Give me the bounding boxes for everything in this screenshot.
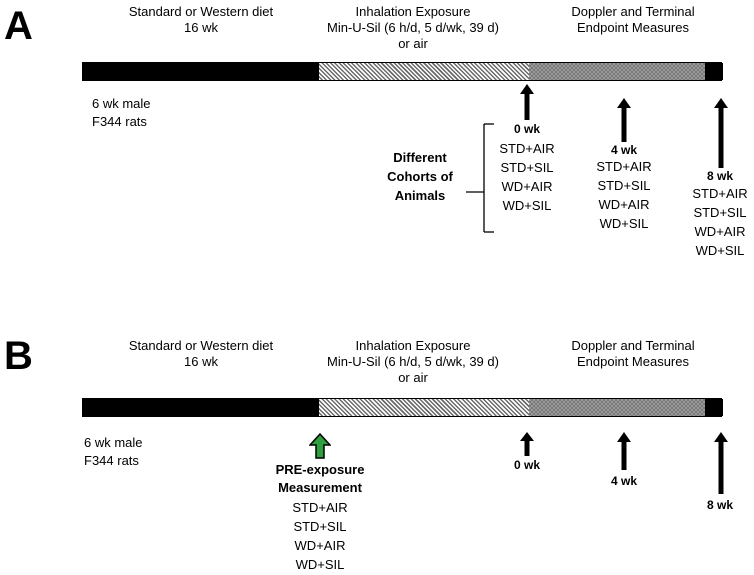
panel-b: B Standard or Western diet 16 wk Inhalat… xyxy=(0,330,754,575)
group-item: STD+SIL xyxy=(500,160,554,175)
diet-segment xyxy=(83,399,319,416)
start-label-line: F344 rats xyxy=(92,114,147,129)
timeline-bar xyxy=(82,62,723,81)
group-item: STD+AIR xyxy=(292,500,348,515)
header-exposure: Inhalation Exposure Min-U-Sil (6 h/d, 5 … xyxy=(308,338,518,386)
header-exposure: Inhalation Exposure Min-U-Sil (6 h/d, 5 … xyxy=(308,4,518,52)
arrow-up-icon xyxy=(617,98,631,142)
group-item: WD+AIR xyxy=(294,538,346,553)
group-item: STD+AIR xyxy=(596,159,652,174)
group-item: WD+SIL xyxy=(599,216,649,231)
cohort-label-line: Different xyxy=(393,150,447,165)
start-label-line: 6 wk male xyxy=(92,96,151,111)
panel-letter: A xyxy=(4,4,33,48)
header-doppler-line: Doppler and Terminal xyxy=(571,4,695,19)
measurement-segment xyxy=(529,399,705,416)
header-exposure-line: Min-U-Sil (6 h/d, 5 d/wk, 39 d) xyxy=(327,20,499,35)
bracket-icon xyxy=(466,123,494,233)
pre-exposure-groups: STD+AIR STD+SIL WD+AIR WD+SIL xyxy=(280,498,360,574)
start-label-line: F344 rats xyxy=(84,453,139,468)
header-exposure-line: Min-U-Sil (6 h/d, 5 d/wk, 39 d) xyxy=(327,354,499,369)
timepoint-label: 0 wk xyxy=(513,122,540,136)
exposure-segment xyxy=(319,399,529,416)
header-exposure-line: Inhalation Exposure xyxy=(355,338,471,353)
header-diet: Standard or Western diet 16 wk xyxy=(106,4,296,36)
header-diet-line: Standard or Western diet xyxy=(128,338,274,353)
header-doppler-line: Doppler and Terminal xyxy=(571,338,695,353)
measurement-segment xyxy=(529,63,705,80)
header-exposure-line: or air xyxy=(398,370,428,385)
timepoint-groups: STD+AIR STD+SIL WD+AIR WD+SIL xyxy=(487,139,567,215)
group-item: STD+AIR xyxy=(692,186,748,201)
exposure-segment xyxy=(319,63,529,80)
pre-exposure-label: PRE-exposure Measurement xyxy=(255,461,385,497)
group-item: STD+SIL xyxy=(597,178,651,193)
header-exposure-line: Inhalation Exposure xyxy=(355,4,471,19)
arrow-up-icon xyxy=(714,98,728,168)
end-segment xyxy=(705,63,723,80)
arrow-up-icon xyxy=(520,84,534,120)
pre-exposure-arrow-icon xyxy=(309,433,331,459)
start-label: 6 wk male F344 rats xyxy=(84,434,143,470)
pre-exposure-label-line: PRE-exposure xyxy=(275,462,365,477)
header-diet-line: Standard or Western diet xyxy=(128,4,274,19)
arrow-up-icon xyxy=(520,432,534,456)
timepoint-groups: STD+AIR STD+SIL WD+AIR WD+SIL xyxy=(584,157,664,233)
timepoint-label: 4 wk xyxy=(610,143,637,157)
group-item: WD+SIL xyxy=(502,198,552,213)
timepoint-label: 0 wk xyxy=(513,458,540,472)
group-item: WD+AIR xyxy=(501,179,553,194)
timepoint-label: 8 wk xyxy=(706,498,733,512)
group-item: WD+SIL xyxy=(695,243,745,258)
group-item: WD+AIR xyxy=(598,197,650,212)
pre-exposure-label-line: Measurement xyxy=(278,480,362,495)
timepoint-label: 4 wk xyxy=(610,474,637,488)
start-label-line: 6 wk male xyxy=(84,435,143,450)
header-diet-line: 16 wk xyxy=(184,354,218,369)
arrow-up-icon xyxy=(617,432,631,470)
panel-a: A Standard or Western diet 16 wk Inhalat… xyxy=(0,0,754,280)
arrow-up-icon xyxy=(714,432,728,494)
header-doppler: Doppler and Terminal Endpoint Measures xyxy=(548,338,718,370)
timepoint-groups: STD+AIR STD+SIL WD+AIR WD+SIL xyxy=(680,184,754,260)
group-item: STD+AIR xyxy=(499,141,555,156)
end-segment xyxy=(705,399,723,416)
group-item: WD+SIL xyxy=(295,557,345,572)
group-item: WD+AIR xyxy=(694,224,746,239)
timeline-bar xyxy=(82,398,723,417)
group-item: STD+SIL xyxy=(293,519,347,534)
header-diet-line: 16 wk xyxy=(184,20,218,35)
cohort-label: Different Cohorts of Animals xyxy=(370,148,470,205)
header-doppler: Doppler and Terminal Endpoint Measures xyxy=(548,4,718,36)
header-diet: Standard or Western diet 16 wk xyxy=(106,338,296,370)
header-doppler-line: Endpoint Measures xyxy=(576,20,689,35)
group-item: STD+SIL xyxy=(693,205,747,220)
diet-segment xyxy=(83,63,319,80)
timepoint-label: 8 wk xyxy=(706,169,733,183)
header-exposure-line: or air xyxy=(398,36,428,51)
cohort-label-line: Animals xyxy=(394,188,446,203)
panel-letter: B xyxy=(4,334,33,378)
header-doppler-line: Endpoint Measures xyxy=(576,354,689,369)
cohort-label-line: Cohorts of xyxy=(387,169,453,184)
start-label: 6 wk male F344 rats xyxy=(92,95,151,131)
